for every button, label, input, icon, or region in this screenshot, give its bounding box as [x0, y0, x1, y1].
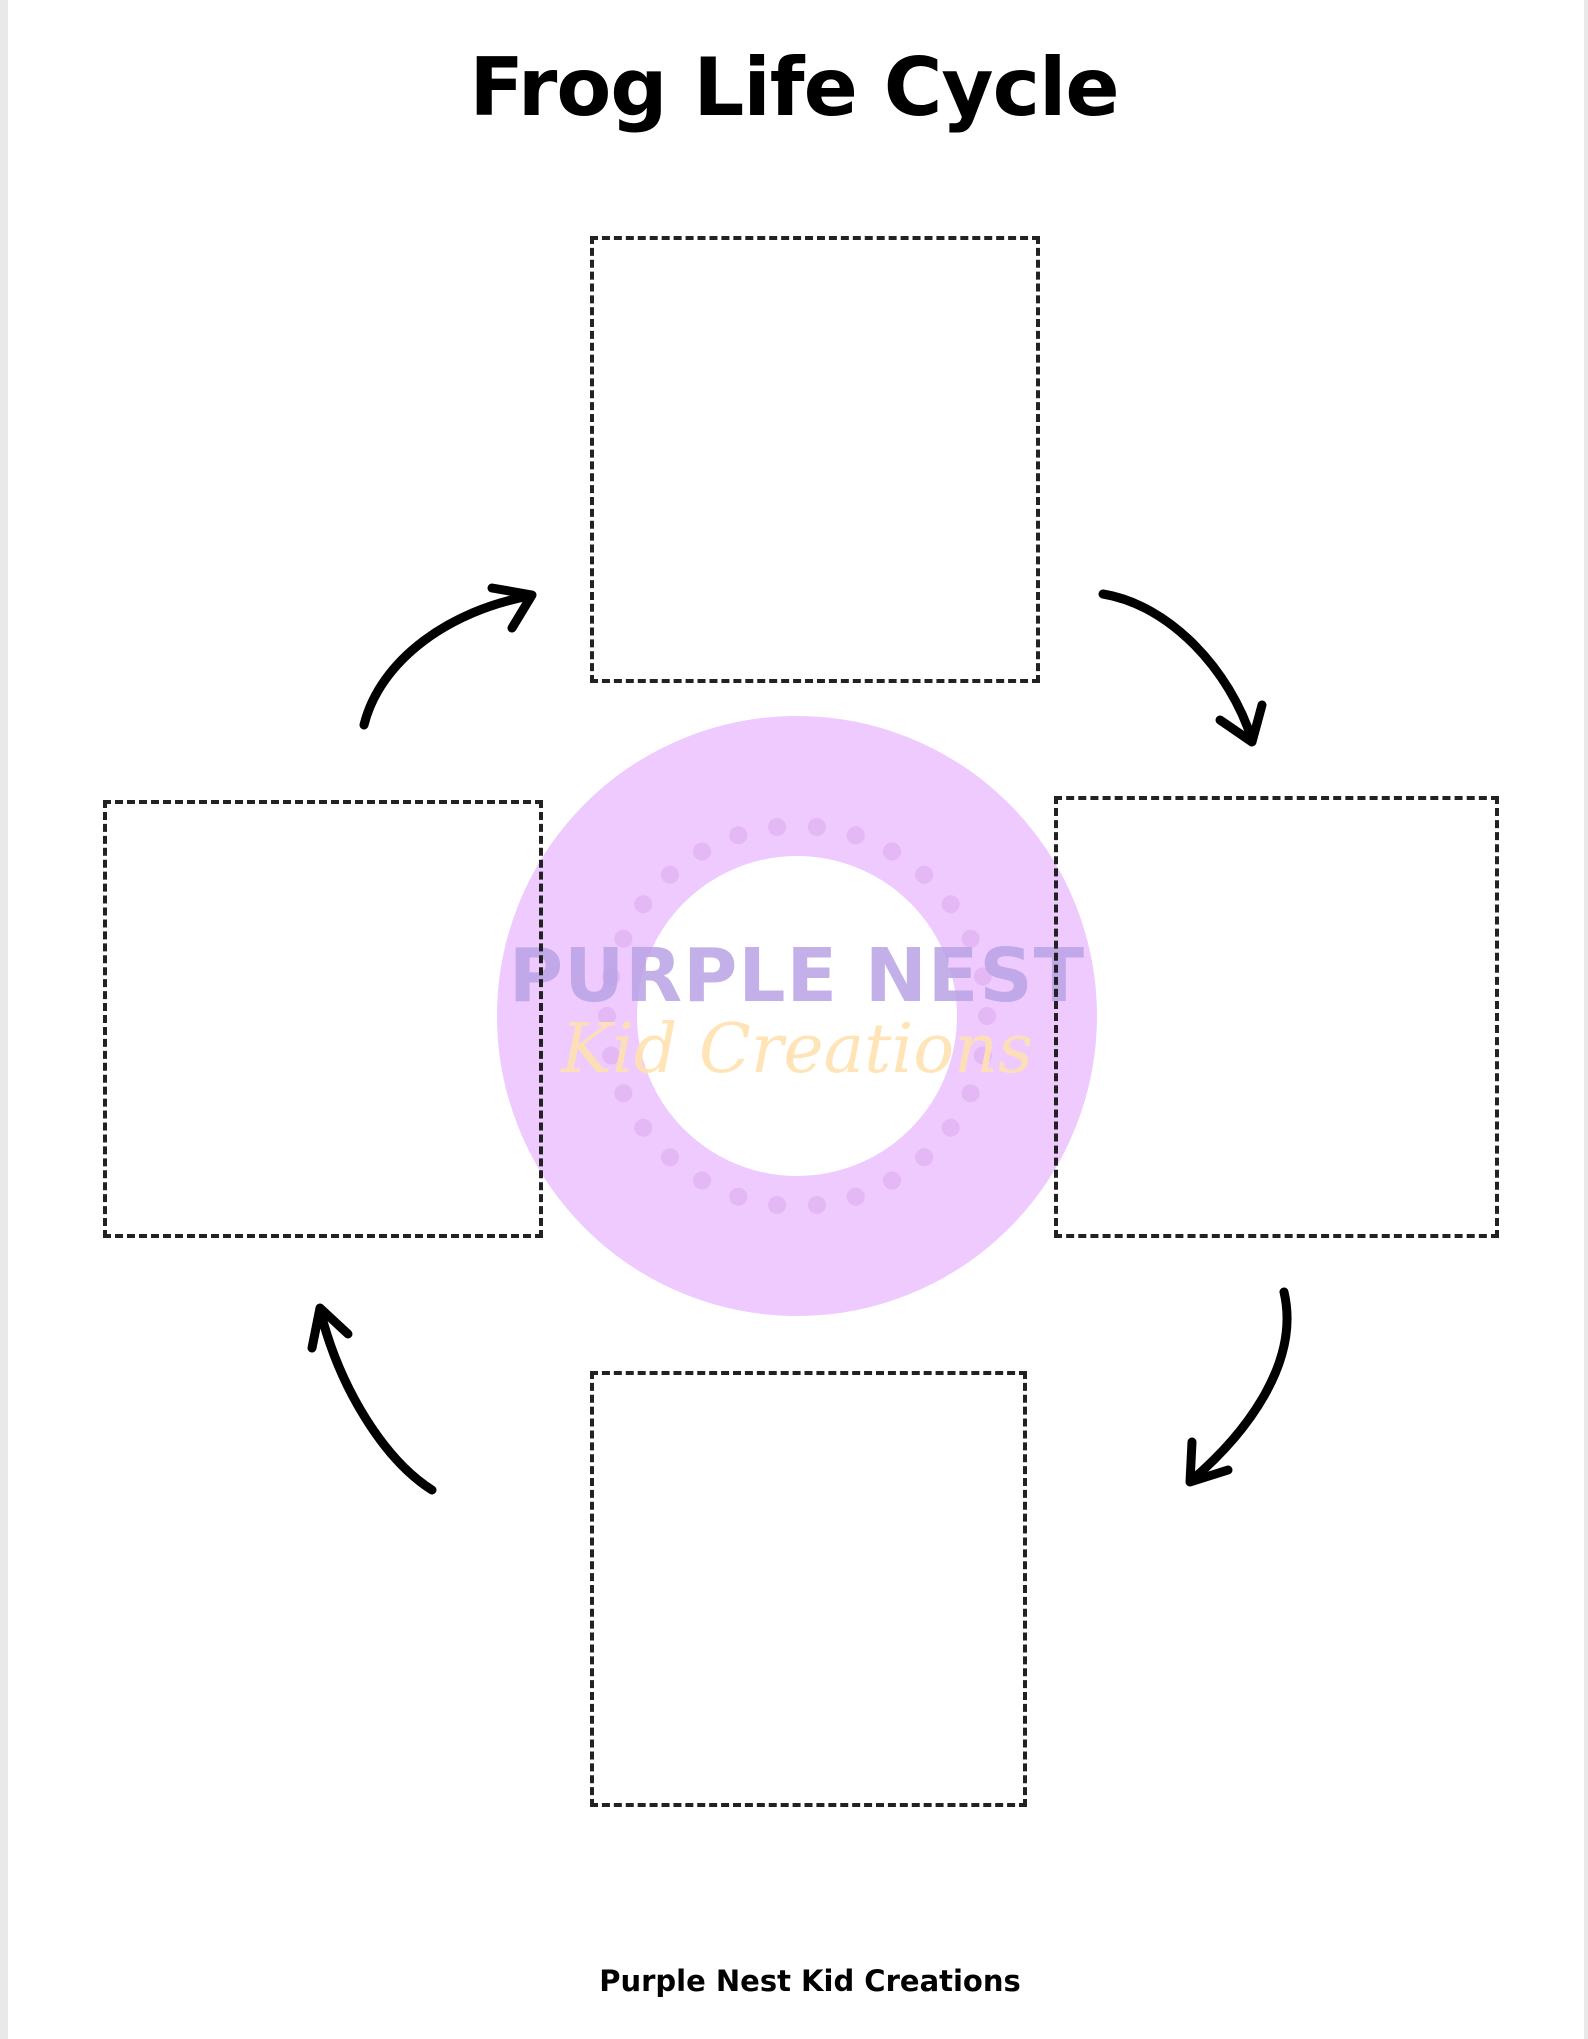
stage-box-top[interactable] — [590, 236, 1040, 683]
watermark-dot — [941, 1118, 960, 1137]
watermark-ring — [497, 716, 1097, 1316]
watermark-brand-tagline: Kid Creations — [561, 1010, 1033, 1089]
watermark-dot — [634, 1118, 653, 1137]
watermark-dot-ring — [598, 818, 996, 1214]
watermark-dot — [614, 929, 633, 948]
watermark-dot — [693, 842, 711, 861]
watermark-dot — [602, 967, 621, 986]
watermark-logo — [497, 716, 1097, 1316]
watermark-dot — [973, 967, 992, 986]
watermark-dot — [693, 1171, 711, 1190]
watermark-dot — [978, 1007, 996, 1025]
page-title: Frog Life Cycle — [469, 41, 1119, 134]
footer-credit: Purple Nest Kid Creations — [599, 1964, 1021, 1998]
watermark-dot — [660, 1148, 679, 1167]
watermark-dot — [807, 1196, 826, 1214]
watermark-dot — [768, 818, 787, 836]
watermark-dot — [961, 1084, 980, 1103]
watermark-dot — [961, 929, 980, 948]
stage-box-bottom[interactable] — [590, 1371, 1027, 1807]
watermark-dot — [729, 1187, 748, 1206]
watermark-dot — [598, 1007, 616, 1025]
watermark-dot — [941, 895, 960, 914]
watermark-dot — [660, 865, 679, 884]
watermark-dot — [846, 826, 865, 845]
watermark-dot — [973, 1046, 992, 1065]
stage-box-right[interactable] — [1054, 796, 1499, 1238]
watermark-dot — [614, 1084, 633, 1103]
watermark-dot — [883, 842, 901, 861]
watermark-dot — [768, 1196, 787, 1214]
watermark-dot — [915, 865, 934, 884]
watermark-dot — [846, 1187, 865, 1206]
watermark-dot — [729, 826, 748, 845]
watermark-dot — [602, 1046, 621, 1065]
watermark-dot — [883, 1171, 901, 1190]
watermark-dot — [634, 895, 653, 914]
watermark-brand-name: PURPLE NEST — [508, 933, 1086, 1019]
stage-box-left[interactable] — [103, 800, 543, 1238]
worksheet-page — [8, 0, 1584, 2039]
watermark-dot — [807, 818, 826, 836]
watermark-dot — [915, 1148, 934, 1167]
